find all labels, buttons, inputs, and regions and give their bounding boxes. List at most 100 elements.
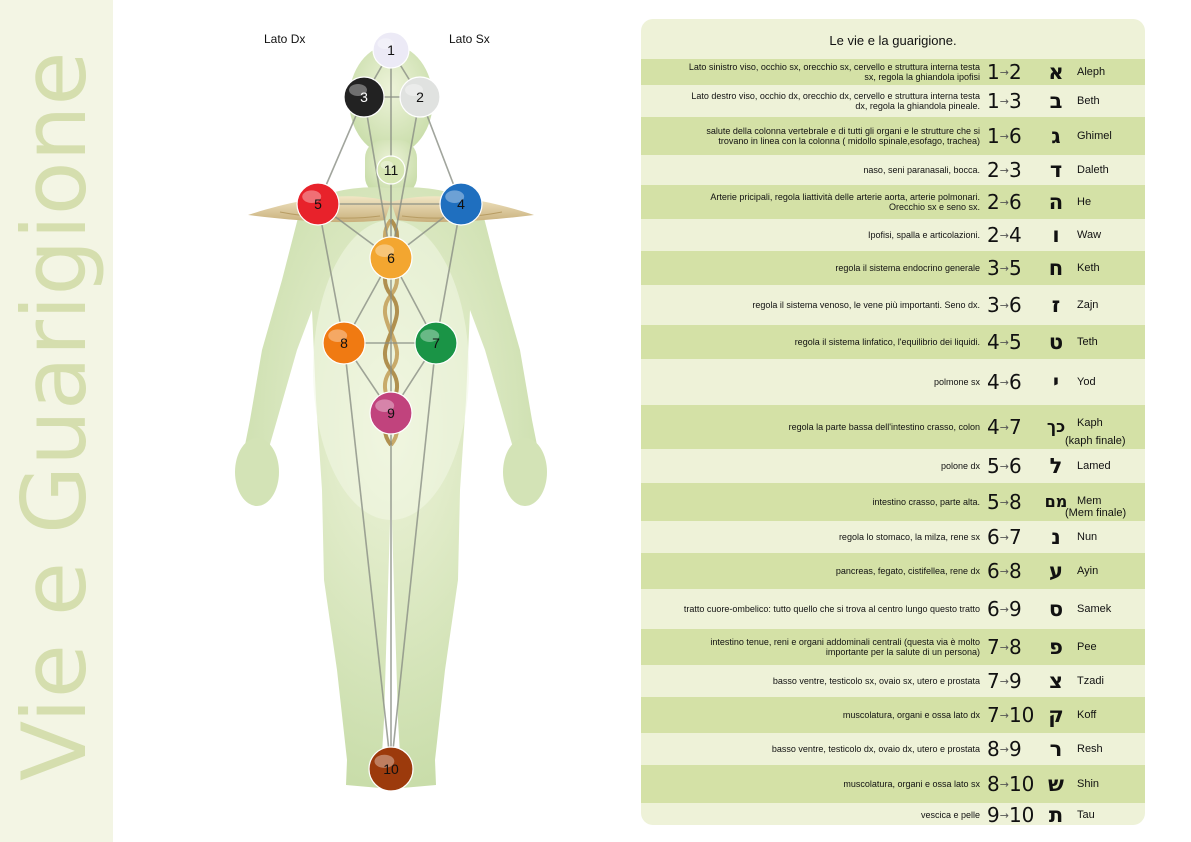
node-label-5: 5	[314, 196, 322, 212]
node-2: 2	[399, 76, 441, 118]
path-to: 2	[1008, 60, 1022, 84]
row-path: 7→9	[987, 669, 1022, 693]
path-to: 7	[1008, 525, 1022, 549]
row-description: muscolatura, organi e ossa lato sx	[843, 779, 980, 789]
node-highlight-8	[328, 329, 348, 342]
node-highlight-9	[375, 399, 395, 412]
arrow-icon: →	[999, 421, 1009, 434]
hebrew-letter: א	[1048, 60, 1064, 84]
row-path: 5→8	[987, 490, 1022, 514]
path-from: 1	[987, 124, 1000, 148]
path-to: 5	[1008, 256, 1022, 280]
path-from: 7	[987, 703, 1000, 727]
row-path: 4→6	[987, 370, 1022, 394]
letter-final-note: (kaph finale)	[1065, 435, 1126, 447]
path-5-8	[317, 203, 345, 344]
arrow-icon: →	[999, 130, 1009, 143]
node-label-4: 4	[457, 196, 465, 212]
node-highlight-4	[445, 190, 465, 203]
path-to: 9	[1008, 597, 1022, 621]
arrow-icon: →	[999, 641, 1009, 654]
path-from: 1	[987, 89, 1000, 113]
row-path: 6→7	[987, 525, 1022, 549]
path-to: 10	[1008, 772, 1035, 796]
node-circle-2	[399, 76, 441, 118]
hebrew-letter: ת	[1048, 803, 1064, 825]
row-description: Lato sinistro viso, occhio sx, orecchio …	[688, 62, 980, 82]
node-highlight-7	[420, 329, 440, 342]
node-circle-4	[439, 182, 483, 226]
row-path: 5→6	[987, 454, 1022, 478]
path-from: 3	[987, 256, 1000, 280]
letter-name: Ayin	[1077, 565, 1099, 577]
hebrew-letter: ס	[1048, 597, 1064, 621]
node-8: 8	[322, 321, 366, 365]
arrow-icon: →	[999, 229, 1009, 242]
node-circle-8	[322, 321, 366, 365]
hebrew-letter: מם	[1044, 492, 1068, 511]
letter-name: Kaph	[1077, 417, 1103, 429]
table-row: salute della colonna vertebrale e di tut…	[641, 117, 1145, 155]
letter-name: Waw	[1077, 229, 1102, 241]
path-3-6	[363, 96, 392, 259]
arrow-icon: →	[999, 531, 1009, 544]
row-description: naso, seni paranasali, bocca.	[863, 165, 980, 175]
row-description: pancreas, fegato, cistifellea, rene dx	[835, 566, 980, 576]
path-from: 6	[987, 525, 1000, 549]
row-description: regola il sistema endocrino generale	[835, 263, 980, 273]
row-description: Lato destro viso, occhio dx, orecchio dx…	[691, 91, 980, 111]
hebrew-letter: ע	[1049, 559, 1063, 583]
node-10: 10	[368, 746, 414, 792]
label-right-side: Lato Dx	[264, 32, 306, 46]
letter-name: Lamed	[1077, 460, 1111, 472]
path-to: 6	[1008, 124, 1022, 148]
node-9: 9	[369, 391, 413, 435]
arrow-icon: →	[999, 376, 1009, 389]
hebrew-letter: ז	[1051, 293, 1061, 317]
path-from: 4	[987, 330, 1000, 354]
table-row: Lato destro viso, occhio dx, orecchio dx…	[641, 85, 1145, 117]
letter-name: Shin	[1077, 778, 1100, 790]
node-circle-3	[343, 76, 385, 118]
letter-name: Samek	[1077, 603, 1112, 615]
node-highlight-11	[380, 160, 394, 170]
row-description: salute della colonna vertebrale e di tut…	[706, 126, 980, 146]
node-4: 4	[439, 182, 483, 226]
row-path: 9→10	[987, 803, 1034, 825]
hebrew-letter: נ	[1051, 525, 1061, 549]
hebrew-letter: ר	[1049, 737, 1063, 761]
letter-name: Tau	[1077, 809, 1095, 821]
hebrew-letter: צ	[1049, 669, 1063, 693]
hebrew-letter: י	[1052, 370, 1060, 394]
row-description: polmone sx	[933, 377, 980, 387]
hebrew-letter: ב	[1049, 89, 1063, 113]
path-to: 8	[1008, 559, 1022, 583]
row-path: 8→10	[987, 772, 1034, 796]
arrow-icon: →	[999, 164, 1009, 177]
hebrew-letter: פ	[1049, 635, 1063, 659]
path-to: 4	[1008, 223, 1022, 247]
letter-name: Tzadi	[1077, 675, 1104, 687]
row-description: Ipofisi, spalla e articolazioni.	[867, 230, 980, 240]
node-circle-5	[296, 182, 340, 226]
arrow-icon: →	[999, 496, 1009, 509]
path-from: 5	[987, 454, 1000, 478]
path-to: 6	[1008, 190, 1022, 214]
node-highlight-5	[302, 190, 322, 203]
node-highlight-10	[374, 754, 395, 768]
node-label-7: 7	[432, 335, 440, 351]
row-description: vescica e pelle	[920, 810, 980, 820]
row-description: regola il sistema linfatico, l'equilibri…	[794, 337, 980, 347]
path-to: 9	[1008, 737, 1022, 761]
path-to: 9	[1008, 669, 1022, 693]
path-to: 7	[1008, 415, 1022, 439]
node-6: 6	[369, 236, 413, 280]
node-circle-10	[368, 746, 414, 792]
letter-name: Yod	[1077, 376, 1096, 388]
path-to: 10	[1008, 703, 1035, 727]
path-from: 6	[987, 559, 1000, 583]
row-path: 3→6	[987, 293, 1022, 317]
node-circle-7	[414, 321, 458, 365]
